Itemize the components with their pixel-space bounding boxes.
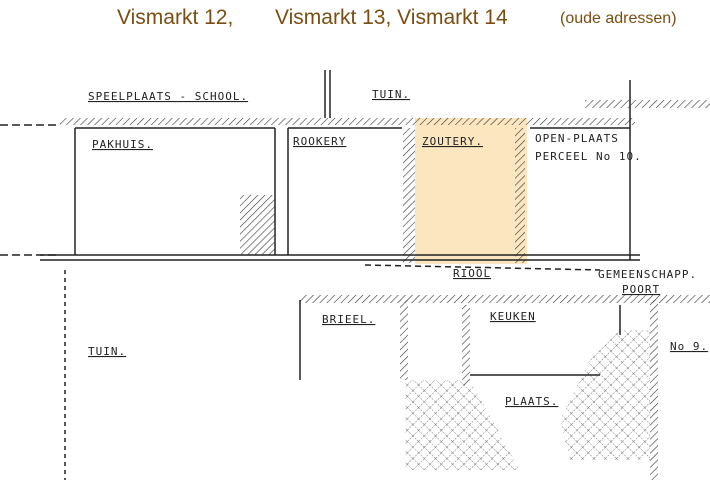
label-plaats: PLAATS. [505, 395, 558, 408]
label-tuin-top: TUIN. [372, 88, 410, 101]
label-tuin-bottom: TUIN. [88, 345, 126, 358]
label-rookery: ROOKERY [293, 135, 346, 148]
title-note: (oude adressen) [560, 10, 677, 27]
title-vismarkt-12: Vismarkt 12, [117, 6, 234, 29]
label-brieel: BRIEEL. [322, 313, 375, 326]
label-gemeenschapp: GEMEENSCHAPP. [598, 268, 697, 281]
label-perceel-10: PERCEEL No 10. [535, 150, 642, 163]
zoutery-highlight [415, 118, 527, 264]
title-vismarkt-13-14: Vismarkt 13, Vismarkt 14 [275, 6, 508, 29]
walls [0, 70, 710, 480]
label-open-plaats: OPEN-PLAATS [535, 132, 619, 145]
label-poort: POORT [622, 283, 660, 296]
label-keuken: KEUKEN [490, 310, 536, 323]
label-no9: No 9. [670, 340, 708, 353]
label-speelplaats: SPEELPLAATS - SCHOOL. [88, 90, 248, 103]
label-pakhuis: PAKHUIS. [92, 138, 153, 151]
label-zoutery: ZOUTERY. [422, 135, 483, 148]
label-riool: RIOOL [453, 267, 491, 280]
